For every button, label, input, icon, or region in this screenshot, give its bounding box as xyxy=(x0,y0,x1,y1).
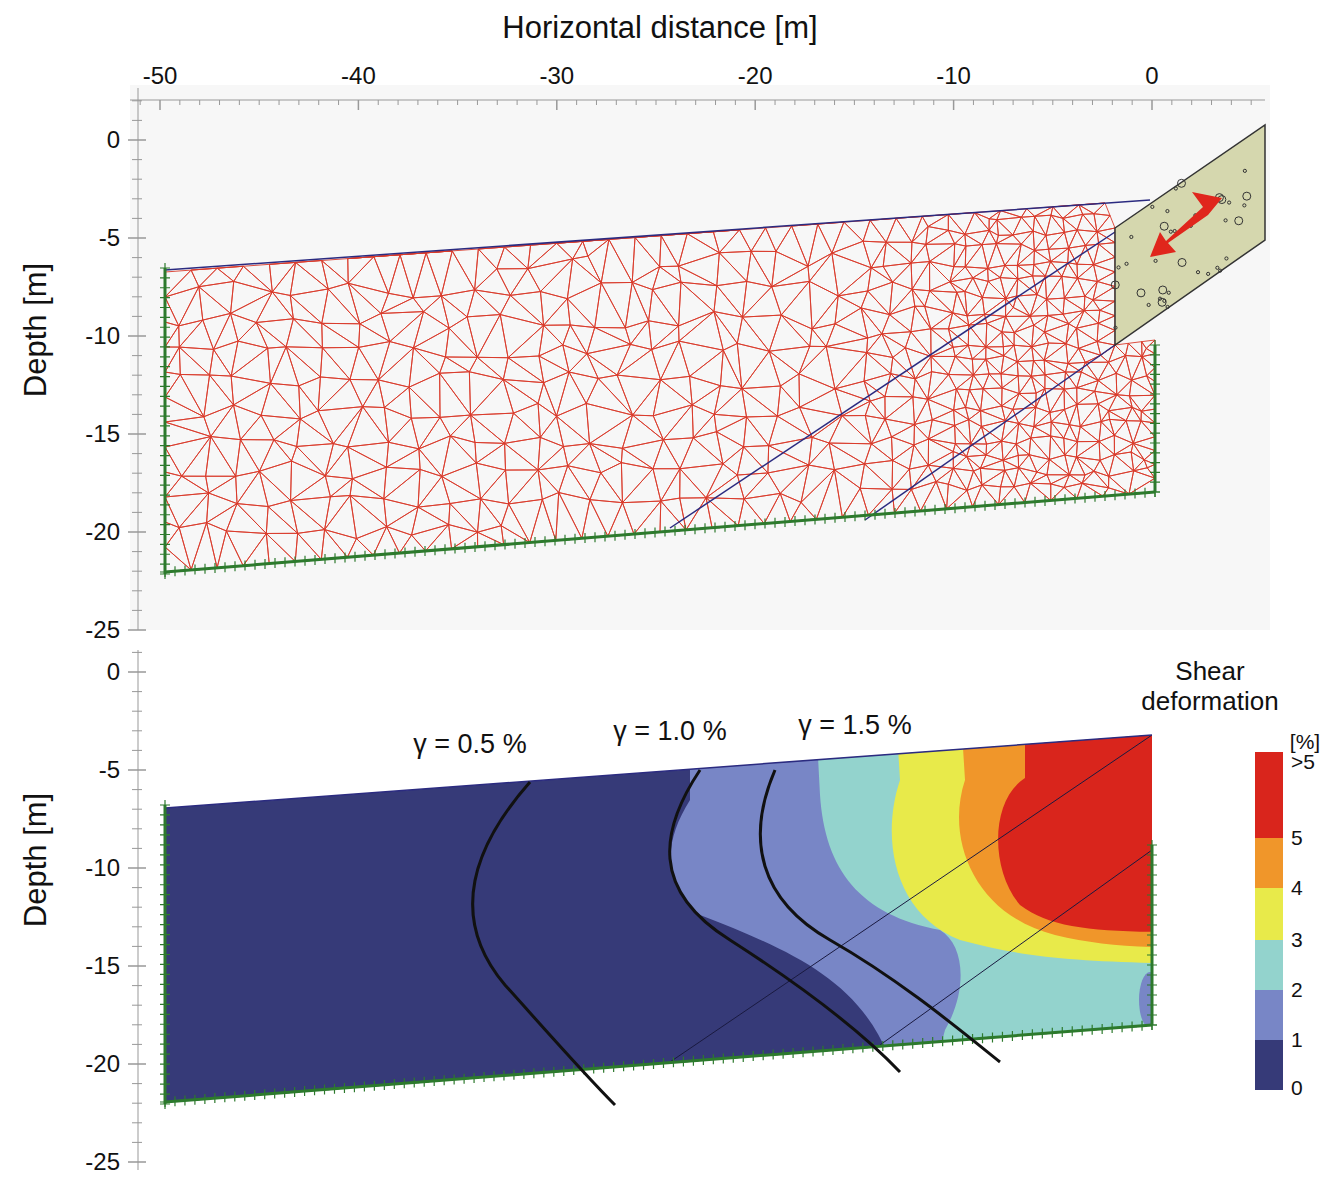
tick-label: -10 xyxy=(936,62,971,90)
legend-label: 3 xyxy=(1291,928,1303,952)
tick-label: -20 xyxy=(85,1050,120,1078)
shear-contours xyxy=(165,700,1250,1180)
legend-label: 1 xyxy=(1291,1028,1303,1052)
tick-label: 0 xyxy=(107,658,120,686)
isoline-label: γ = 1.0 % xyxy=(613,716,726,747)
tick-label: -10 xyxy=(85,322,120,350)
tick-label: -40 xyxy=(341,62,376,90)
colorbar xyxy=(1255,752,1283,1090)
fem-mesh xyxy=(165,203,1155,572)
panel-ground xyxy=(130,85,1270,630)
legend-label: 0 xyxy=(1291,1076,1303,1100)
strain-isolines xyxy=(473,770,1000,1105)
legend-swatch xyxy=(1255,990,1283,1040)
anchor-block xyxy=(1111,125,1265,345)
tick-label: -10 xyxy=(85,854,120,882)
legend-label: >5 xyxy=(1291,750,1315,774)
legend-swatch xyxy=(1255,940,1283,990)
tick-label: -30 xyxy=(539,62,574,90)
legend-label: Shear deformation xyxy=(1110,657,1310,717)
tick-label: -20 xyxy=(85,518,120,546)
axis-title: Horizontal distance [m] xyxy=(502,10,817,46)
legend-label: 2 xyxy=(1291,978,1303,1002)
tick-label: -5 xyxy=(99,756,120,784)
legend-label: 4 xyxy=(1291,876,1303,900)
legend-swatch xyxy=(1255,838,1283,888)
legend-label: 5 xyxy=(1291,826,1303,850)
axis-title: Depth [m] xyxy=(18,793,54,927)
fixed-boundary xyxy=(160,263,1160,1109)
tick-label: -50 xyxy=(143,62,178,90)
tick-label: -15 xyxy=(85,952,120,980)
model-lines xyxy=(165,200,1150,528)
legend-swatch xyxy=(1255,888,1283,940)
tick-label: -20 xyxy=(738,62,773,90)
axis-title: Depth [m] xyxy=(18,263,54,397)
isoline-label: γ = 0.5 % xyxy=(413,729,526,760)
tick-label: -25 xyxy=(85,1148,120,1176)
legend-swatch xyxy=(1255,752,1283,838)
tick-label: -25 xyxy=(85,616,120,644)
isoline-label: γ = 1.5 % xyxy=(798,710,911,741)
tick-label: -15 xyxy=(85,420,120,448)
tick-label: 0 xyxy=(1145,62,1158,90)
load-arrow xyxy=(1150,192,1222,257)
tick-label: -5 xyxy=(99,224,120,252)
legend-swatch xyxy=(1255,1040,1283,1090)
tick-label: 0 xyxy=(107,126,120,154)
